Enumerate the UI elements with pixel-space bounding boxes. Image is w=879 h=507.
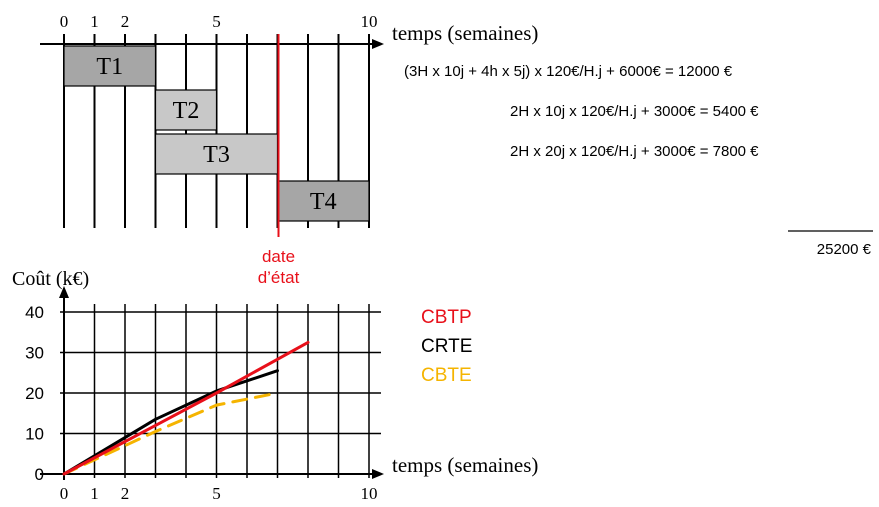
chart-x-tick-label: 2 [121, 484, 130, 503]
chart-y-tick-label: 40 [25, 303, 44, 322]
chart-series-line [62, 340, 310, 476]
gantt-tick-label: 2 [121, 12, 130, 31]
chart-series-line [62, 369, 279, 476]
chart-y-tick-label: 10 [25, 425, 44, 444]
cost-line-t1: (3H x 10j + 4h x 5j) x 120€/H.j + 6000€ … [404, 63, 733, 80]
chart-grid [60, 304, 381, 478]
cost-line-t3: 2H x 20j x 120€/H.j + 3000€ = 7800 € [510, 143, 759, 160]
gantt-task-label: T1 [96, 54, 123, 80]
gantt-task-label: T4 [310, 189, 337, 215]
chart-x-axis-arrow-icon [372, 469, 384, 479]
chart-axes [40, 286, 384, 480]
gantt-tick-label: 0 [60, 12, 69, 31]
gantt-task-bar [154, 133, 279, 175]
gantt-task-bar [63, 45, 157, 87]
chart-legend-entry: CRTE [421, 336, 472, 357]
chart-legend-entry: CBTP [421, 307, 472, 328]
chart-y-axis-label: Coût (k€) [12, 268, 89, 290]
status-date-label: date [262, 247, 295, 266]
chart-y-tick-label: 20 [25, 384, 44, 403]
chart-series [62, 340, 310, 476]
chart-x-tick-label: 10 [361, 484, 378, 503]
status-date-marker: date d’état [258, 34, 300, 287]
gantt-tick-label: 5 [212, 12, 221, 31]
chart-y-tick-label: 30 [25, 344, 44, 363]
chart-legend-entry: CBTE [421, 365, 472, 386]
gantt-axis-label: temps (semaines) [392, 21, 538, 45]
chart-labels: 0 10 20 30 40 0 1 2 5 10 Coût (k€) temps (semaines) [12, 268, 538, 503]
chart-x-tick-label: 5 [212, 484, 221, 503]
chart-x-axis-label: temps (semaines) [392, 453, 538, 477]
gantt-tick-labels: 0 1 2 5 10 [60, 12, 378, 31]
gantt-tick-label: 10 [361, 12, 378, 31]
gantt-axis-arrow-icon [372, 39, 384, 49]
cost-total: 25200 € [816, 241, 871, 258]
cost-line-t2: 2H x 10j x 120€/H.j + 3000€ = 5400 € [510, 103, 759, 120]
chart-legend: CBTP CRTE CBTE [421, 307, 472, 386]
chart-series-line [62, 391, 279, 476]
gantt-task-bar [276, 180, 370, 222]
gantt-task-label: T3 [203, 142, 230, 168]
chart-x-tick-label: 1 [90, 484, 99, 503]
gantt-tick-label: 1 [90, 12, 99, 31]
chart-x-tick-label: 0 [60, 484, 69, 503]
status-date-label: d’état [258, 268, 300, 287]
chart-y-tick-label: 0 [35, 465, 44, 484]
cost-chart: 0 10 20 30 40 0 1 2 5 10 Coût (k€) temps (semaines)… [12, 268, 538, 503]
gantt-task-bar [154, 89, 218, 131]
chart-y-axis-arrow-icon [59, 286, 69, 298]
gantt-task-label: T2 [173, 98, 200, 124]
